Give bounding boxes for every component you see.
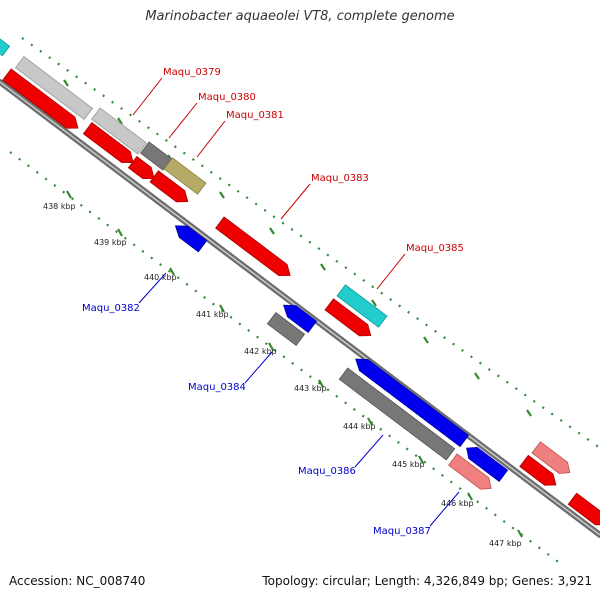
kbp-label: 447 kbp — [489, 539, 522, 548]
connector-maqu-0380 — [168, 102, 198, 139]
kbp-label: 439 kbp — [94, 238, 127, 247]
gene-feature-cyan-left[interactable] — [0, 32, 11, 57]
gene-label-maqu-0387[interactable]: Maqu_0387 — [373, 526, 431, 537]
gene-feature-red-6[interactable] — [519, 454, 560, 490]
tick-mark — [66, 190, 72, 199]
kbp-label: 445 kbp — [392, 460, 425, 469]
gene-feature-red-2[interactable] — [82, 121, 137, 168]
kbp-label: 446 kbp — [441, 499, 474, 508]
connector-maqu-0381 — [196, 120, 226, 158]
inner-guide-line — [9, 151, 566, 568]
tick-mark — [517, 529, 523, 538]
tick-mark — [63, 79, 69, 87]
kbp-label: 441 kbp — [196, 310, 229, 319]
accession-text: Accession: NC_008740 — [9, 574, 146, 588]
tick-mark — [268, 342, 274, 351]
tick-mark — [418, 455, 424, 464]
gene-feature-maqu-0380[interactable] — [91, 107, 147, 155]
tick-mark — [526, 409, 532, 417]
tick-mark — [219, 191, 225, 199]
gene-feature-maqu-0384[interactable] — [266, 312, 306, 346]
kbp-label: 442 kbp — [244, 347, 277, 356]
tick-mark — [320, 263, 326, 271]
tick-mark — [371, 299, 377, 307]
connector-maqu-0379 — [132, 77, 163, 116]
tick-mark — [269, 227, 275, 235]
gene-feature-maqu-0386[interactable] — [338, 367, 456, 461]
gene-feature-blue-4[interactable] — [462, 443, 509, 482]
genome-summary-text: Topology: circular; Length: 4,326,849 bp… — [262, 574, 592, 588]
connector-maqu-0386 — [354, 434, 384, 468]
gene-label-maqu-0382[interactable]: Maqu_0382 — [82, 303, 140, 314]
tick-mark — [474, 372, 480, 380]
gene-feature-maqu-0385[interactable] — [336, 284, 388, 328]
gene-feature-red-3[interactable] — [127, 156, 158, 184]
gene-feature-maqu-0382[interactable] — [171, 220, 208, 253]
gene-feature-maqu-0379[interactable] — [14, 55, 94, 121]
tick-mark — [219, 304, 225, 313]
gene-feature-red-4[interactable] — [149, 170, 192, 207]
gene-feature-red-5[interactable] — [324, 298, 375, 341]
gene-label-maqu-0379[interactable]: Maqu_0379 — [163, 67, 221, 78]
gene-feature-blue-3[interactable] — [351, 353, 470, 448]
tick-mark — [117, 117, 123, 125]
tick-marks — [63, 79, 532, 538]
gene-label-maqu-0386[interactable]: Maqu_0386 — [298, 466, 356, 477]
gene-feature-maqu-0381[interactable] — [163, 157, 207, 195]
connector-maqu-0383 — [280, 183, 311, 220]
gene-feature-maqu-0387[interactable] — [448, 453, 496, 494]
gene-label-maqu-0383[interactable]: Maqu_0383 — [311, 173, 369, 184]
connector-maqu-0385 — [376, 253, 406, 290]
label-connectors — [132, 77, 460, 527]
gene-feature-maqu-0383[interactable] — [215, 216, 295, 281]
kbp-labels: 438 kbp 439 kbp 440 kbp 441 kbp 442 kbp … — [43, 202, 522, 548]
kbp-label: 443 kbp — [294, 384, 327, 393]
kbp-label: 440 kbp — [144, 273, 177, 282]
gene-label-maqu-0380[interactable]: Maqu_0380 — [198, 92, 256, 103]
gene-labels: Maqu_0379 Maqu_0380 Maqu_0381 Maqu_0383 … — [82, 67, 464, 537]
kbp-label: 438 kbp — [43, 202, 76, 211]
gene-feature-red-7[interactable] — [567, 492, 600, 530]
tick-mark — [169, 267, 175, 276]
connector-maqu-0382 — [138, 272, 167, 304]
tick-mark — [367, 417, 373, 426]
gene-label-maqu-0381[interactable]: Maqu_0381 — [226, 110, 284, 121]
map-title: Marinobacter aquaeolei VT8, complete gen… — [145, 9, 455, 24]
connector-maqu-0384 — [244, 351, 273, 384]
tick-mark — [318, 379, 324, 388]
tick-mark — [423, 336, 429, 344]
tick-mark — [117, 228, 123, 237]
gene-feature-red-left[interactable] — [2, 68, 83, 134]
gene-feature-blue-2[interactable] — [279, 300, 318, 333]
gene-features — [0, 32, 600, 530]
tick-mark — [467, 492, 473, 501]
gene-label-maqu-0384[interactable]: Maqu_0384 — [188, 382, 246, 393]
connector-maqu-0387 — [429, 491, 460, 527]
kbp-label: 444 kbp — [343, 422, 376, 431]
gene-label-maqu-0385[interactable]: Maqu_0385 — [406, 243, 464, 254]
gene-feature-pink-2[interactable] — [531, 441, 574, 478]
